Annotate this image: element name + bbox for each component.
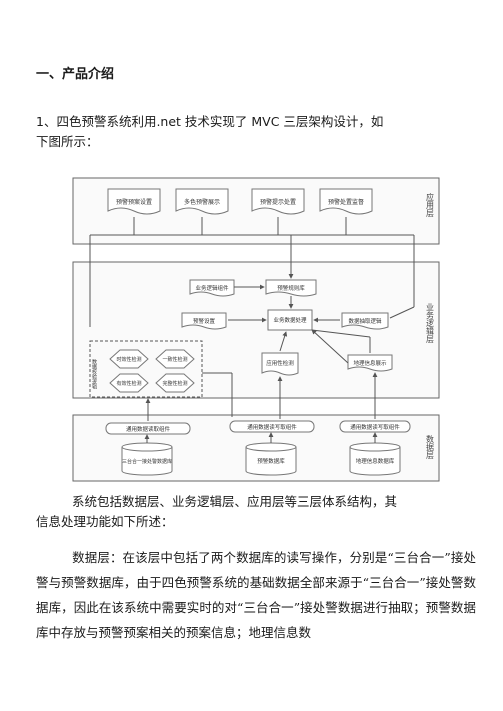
check-consistency: 一致性检测 bbox=[155, 349, 195, 369]
svg-text:业务逻辑组件: 业务逻辑组件 bbox=[195, 284, 229, 292]
intro-paragraph: 1、四色预警系统利用.net 技术实现了 MVC 三层架构设计，如 下图所示： bbox=[36, 112, 456, 152]
check-completeness: 完整性检测 bbox=[155, 373, 195, 393]
svg-text:预警预案设置: 预警预案设置 bbox=[116, 198, 152, 206]
svg-text:时效性检测: 时效性检测 bbox=[116, 356, 141, 363]
business-layer-label: 业务逻辑层 bbox=[426, 302, 435, 344]
biz-geo-display: 地理信息展示 bbox=[347, 354, 393, 372]
svg-text:多色预警展示: 多色预警展示 bbox=[184, 198, 220, 206]
intro-line-1: 1、四色预警系统利用.net 技术实现了 MVC 三层架构设计，如 bbox=[36, 114, 384, 129]
data-layer-text: 数据层：在该层中包括了两个数据库的读写操作，分别是“三台合一”接处警与预警数据库… bbox=[36, 550, 476, 640]
intro-line-2: 下图所示： bbox=[36, 134, 99, 149]
app-box-3: 预警提示处置 bbox=[251, 188, 305, 215]
svg-text:三台合一接处警数据库: 三台合一接处警数据库 bbox=[122, 458, 172, 465]
svg-text:完整性检测: 完整性检测 bbox=[162, 380, 187, 387]
svg-text:预警规则库: 预警规则库 bbox=[277, 284, 305, 292]
svg-text:地理信息数据库: 地理信息数据库 bbox=[356, 457, 395, 465]
svg-text:一致性检测: 一致性检测 bbox=[162, 356, 187, 363]
data-component-3: 通用数据读写取组件 bbox=[339, 420, 411, 433]
biz-app-check: 应用性检测 bbox=[261, 352, 299, 376]
svg-text:通用数据读写取组件: 通用数据读写取组件 bbox=[247, 423, 297, 431]
database-110: 三台合一接处警数据库 bbox=[121, 442, 173, 476]
svg-text:预警提示处置: 预警提示处置 bbox=[260, 198, 296, 206]
app-box-1: 预警预案设置 bbox=[107, 188, 161, 215]
application-layer-frame bbox=[72, 177, 440, 245]
check-validity: 有效性检测 bbox=[109, 373, 149, 393]
architecture-diagram: 应用层 业务逻辑层 数据层 预警预案设置 多色预警展示 预警提示处置 预警处置监… bbox=[72, 177, 440, 482]
svg-text:数据抽取逻辑: 数据抽取逻辑 bbox=[348, 317, 382, 325]
svg-text:预警数据库: 预警数据库 bbox=[257, 457, 285, 465]
section-heading: 一、产品介绍 bbox=[36, 67, 115, 82]
svg-text:地理信息展示: 地理信息展示 bbox=[353, 359, 387, 367]
svg-text:有效性检测: 有效性检测 bbox=[116, 380, 141, 387]
data-component-1: 通用数据读取组件 bbox=[105, 422, 191, 435]
biz-data-extraction: 数据抽取逻辑 bbox=[341, 312, 389, 330]
svg-text:通用数据读取组件: 通用数据读取组件 bbox=[126, 425, 171, 433]
validation-logic-label: 数据校验逻辑 bbox=[91, 358, 97, 390]
svg-text:预警设置: 预警设置 bbox=[193, 317, 216, 325]
svg-text:应用性检测: 应用性检测 bbox=[266, 359, 294, 367]
svg-text:业务数据处理: 业务数据处理 bbox=[273, 316, 307, 324]
app-box-2: 多色预警展示 bbox=[175, 188, 229, 215]
validation-logic-frame bbox=[89, 340, 203, 398]
data-component-2: 通用数据读写取组件 bbox=[229, 420, 315, 433]
application-layer-label: 应用层 bbox=[426, 192, 435, 218]
biz-data-processing: 业务数据处理 bbox=[267, 309, 313, 331]
database-warning: 预警数据库 bbox=[245, 442, 297, 476]
biz-warning-setting: 预警设置 bbox=[181, 312, 227, 330]
check-timeliness: 时效性检测 bbox=[109, 349, 149, 369]
data-layer-paragraph: 数据层：在该层中包括了两个数据库的读写操作，分别是“三台合一”接处警与预警数据库… bbox=[36, 545, 476, 645]
svg-text:通用数据读写取组件: 通用数据读写取组件 bbox=[350, 423, 400, 431]
biz-logic-component: 业务逻辑组件 bbox=[189, 279, 235, 297]
svg-text:预警处置监督: 预警处置监督 bbox=[328, 198, 364, 206]
database-geo: 地理信息数据库 bbox=[349, 442, 401, 476]
summary-line-2: 信息处理功能如下所述： bbox=[36, 514, 174, 529]
app-box-4: 预警处置监督 bbox=[319, 188, 373, 215]
data-layer-label: 数据层 bbox=[426, 434, 435, 460]
summary-paragraph: 系统包括数据层、业务逻辑层、应用层等三层体系结构，其 信息处理功能如下所述： bbox=[36, 492, 476, 532]
summary-line-1: 系统包括数据层、业务逻辑层、应用层等三层体系结构，其 bbox=[72, 494, 398, 509]
biz-rule-library: 预警规则库 bbox=[265, 279, 317, 297]
